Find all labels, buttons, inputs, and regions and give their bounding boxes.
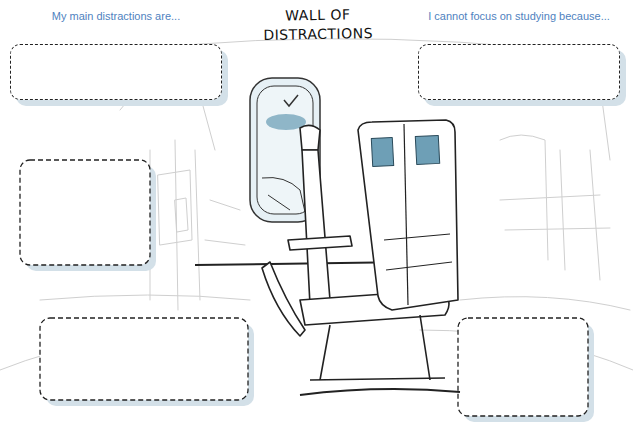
- bird-mark: [284, 95, 298, 106]
- seat-pocket: [384, 234, 452, 270]
- cabin-wall: [205, 200, 245, 245]
- seat-headrest: [300, 125, 320, 150]
- background-seat: [158, 170, 192, 245]
- prompt-box: I cannot focus on studying because...: [418, 8, 620, 100]
- seat-leg-rest: [262, 262, 305, 336]
- seat-seam: [404, 124, 408, 305]
- seat-back: [302, 150, 330, 305]
- seat-frame: [310, 315, 445, 380]
- background-seat: [150, 140, 200, 310]
- empty-box: [40, 318, 248, 400]
- prompt-label: My main distractions are...: [10, 10, 222, 23]
- empty-box: [458, 318, 588, 416]
- dashed-box: [10, 44, 222, 100]
- background-seat: [175, 198, 188, 232]
- dashed-box: [418, 44, 620, 100]
- seat-shadow: [300, 389, 460, 395]
- prompt-box: My main distractions are...: [10, 8, 222, 100]
- seat-armrest: [288, 236, 352, 250]
- window-shade: [262, 178, 305, 213]
- cabin-wall: [500, 195, 610, 230]
- title: WALL OF DISTRACTIONS: [248, 5, 389, 45]
- headrest-cover: [371, 137, 393, 166]
- empty-box: [20, 160, 150, 265]
- background-seat: [500, 135, 600, 280]
- seat-back: [358, 120, 458, 310]
- headrest-cover: [415, 135, 439, 164]
- prompt-label: I cannot focus on studying because...: [418, 10, 620, 23]
